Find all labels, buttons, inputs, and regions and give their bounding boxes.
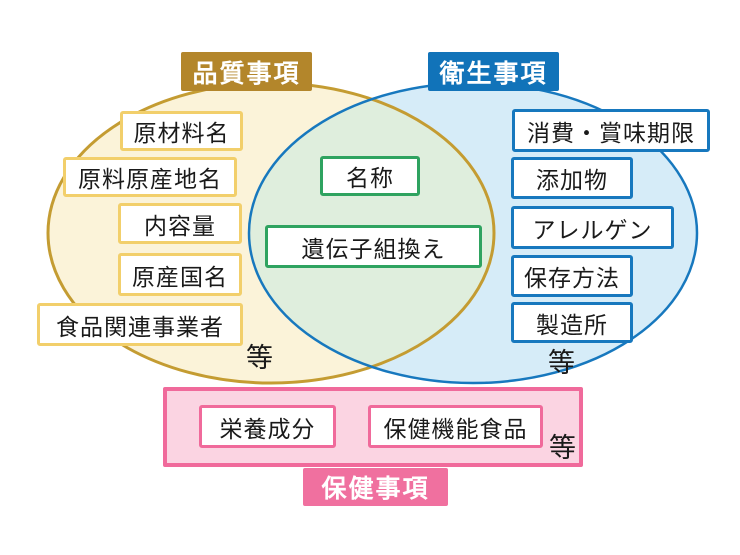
health-item-functional-foods: 保健機能食品 <box>368 405 543 448</box>
hygiene-item-storage-method: 保存方法 <box>511 255 633 297</box>
health-header: 保健事項 <box>303 468 448 506</box>
quality-item-ingredient-name: 原材料名 <box>120 111 243 151</box>
quality-header: 品質事項 <box>181 52 312 91</box>
hygiene-header: 衛生事項 <box>428 52 559 91</box>
health-etc-label: 等 <box>549 433 576 464</box>
hygiene-item-expiry-dates: 消費・賞味期限 <box>512 109 710 152</box>
quality-item-net-content: 内容量 <box>118 203 242 244</box>
health-item-nutrition-facts: 栄養成分 <box>199 405 336 448</box>
hygiene-etc-label: 等 <box>548 348 575 379</box>
shared-item-product-name: 名称 <box>320 156 420 196</box>
shared-item-gmo: 遺伝子組換え <box>265 225 482 268</box>
quality-item-country-of-origin: 原産国名 <box>118 253 242 296</box>
hygiene-item-additives: 添加物 <box>511 157 633 199</box>
hygiene-item-manufacturing-site: 製造所 <box>511 302 633 343</box>
quality-etc-label: 等 <box>246 343 273 374</box>
hygiene-item-allergens: アレルゲン <box>511 206 674 249</box>
quality-item-food-business-operator: 食品関連事業者 <box>37 303 243 346</box>
quality-item-ingredient-origin: 原料原産地名 <box>63 157 237 197</box>
